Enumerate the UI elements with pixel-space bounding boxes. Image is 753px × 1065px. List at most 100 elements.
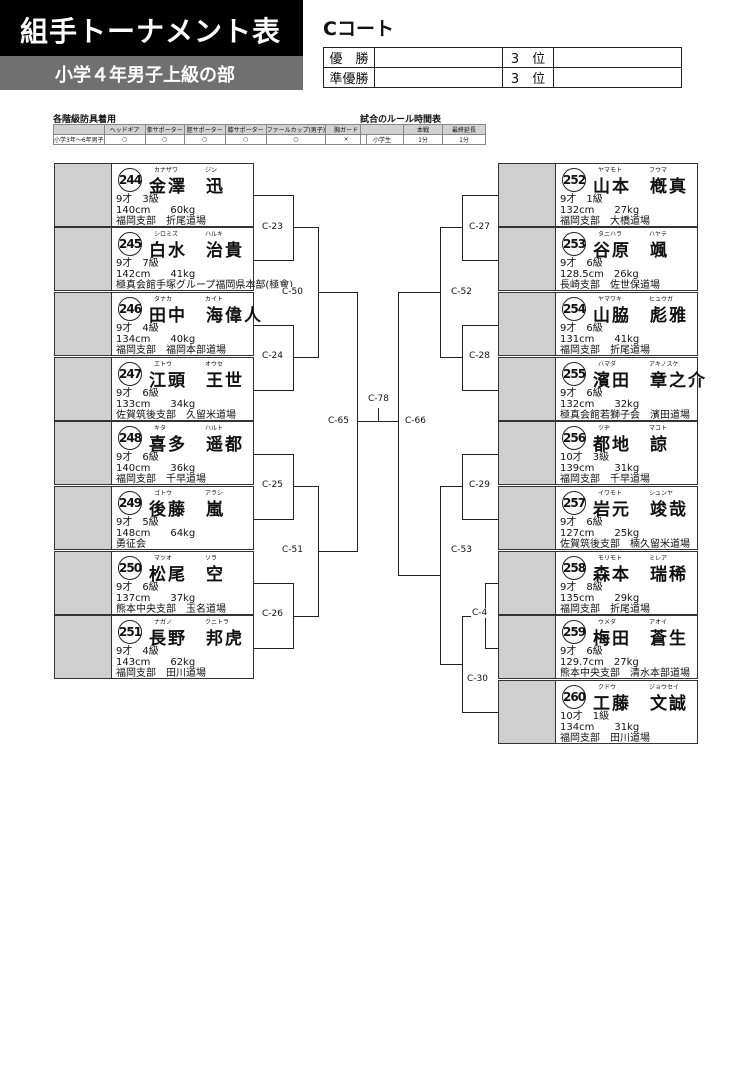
given-name-reading: ハヤテ (649, 231, 668, 238)
entry-number: 259 (562, 620, 586, 644)
bracket-line (254, 325, 294, 326)
surname-reading: ハマダ (598, 361, 617, 368)
results-table: 優 勝 3 位 準優勝 3 位 (323, 47, 682, 88)
bracket-line (398, 292, 441, 293)
equipment-cell: ○ (144, 134, 185, 145)
third-label-1: 3 位 (502, 47, 554, 68)
age-rank: 9才 6級 (560, 646, 603, 657)
age-rank: 9才 4級 (116, 323, 159, 334)
height-weight: 143cm 62kg (116, 657, 196, 668)
surname-reading: タニハラ (598, 231, 623, 238)
equipment-header-cell: ファールカップ(男子) (265, 124, 327, 135)
competitor-name: 工藤 文誠 (593, 694, 688, 714)
given-name-reading: シュンヤ (649, 490, 674, 497)
result-box (55, 358, 112, 420)
surname-reading: イワモト (598, 490, 623, 497)
rules-header-cell: 最終延長 (442, 124, 486, 135)
height-weight: 128.5cm 26kg (560, 269, 639, 280)
entry-number: 246 (118, 297, 142, 321)
result-box (499, 487, 556, 549)
club-name: 福岡支部 福岡本部道場 (116, 345, 226, 356)
club-name: 熊本中央支部 清水本部道場 (560, 668, 690, 679)
bracket-line (318, 551, 358, 552)
runner-up-label: 準優勝 (323, 67, 375, 88)
club-name: 極真会館若獅子会 濱田道場 (560, 410, 690, 421)
match-label: C-29 (468, 480, 491, 490)
age-rank: 9才 1級 (560, 194, 603, 205)
age-rank: 10才 3級 (560, 452, 610, 463)
subtitle-banner: 小学４年男子上級の部 (0, 56, 303, 90)
match-label: C-66 (404, 416, 427, 426)
bracket-line (485, 648, 499, 649)
club-name: 勇征会 (116, 539, 146, 550)
club-name: 長崎支部 佐世保道場 (560, 280, 660, 291)
height-weight: 148cm 64kg (116, 528, 196, 539)
rules-title: 試合のルール時間表 (360, 115, 442, 125)
competitor-name: 長野 邦虎 (149, 629, 244, 649)
bracket-line (462, 195, 463, 261)
given-name-reading: ソラ (205, 555, 218, 562)
bracket-line (378, 408, 379, 422)
result-box (499, 358, 556, 420)
match-label: C-78 (367, 394, 390, 404)
winner-label: 優 勝 (323, 47, 375, 68)
rules-header-cell (360, 124, 404, 135)
equipment-cell: ○ (265, 134, 327, 145)
surname-reading: ナガノ (154, 619, 173, 626)
club-name: 福岡支部 折尾道場 (560, 345, 650, 356)
age-rank: 9才 7級 (116, 258, 159, 269)
competitor-name: 森本 瑞稀 (593, 565, 688, 585)
bracket-line (462, 260, 499, 261)
club-name: 佐賀筑後支部 楠久留米道場 (560, 539, 690, 550)
match-label: C-23 (261, 222, 284, 232)
bracket-line (318, 292, 358, 293)
match-label: C-25 (261, 480, 284, 490)
equipment-header-cell: 拳サポーター (144, 124, 185, 135)
bracket-line (254, 519, 294, 520)
equipment-cell: ○ (224, 134, 267, 145)
club-name: 福岡支部 田川道場 (560, 733, 650, 744)
bracket-line (254, 583, 294, 584)
bracket-line (293, 486, 319, 487)
entry-number: 247 (118, 362, 142, 386)
entry-number: 250 (118, 556, 142, 580)
entry-number: 254 (562, 297, 586, 321)
club-name: 極真会館手塚グループ福岡県本部(極會) (116, 280, 294, 291)
competitor-name: 山本 槪真 (593, 177, 688, 197)
entry-number: 248 (118, 426, 142, 450)
equipment-cell: ○ (103, 134, 146, 145)
result-box (55, 487, 112, 549)
height-weight: 140cm 60kg (116, 205, 196, 216)
height-weight: 132cm 32kg (560, 399, 640, 410)
given-name-reading: マコト (649, 425, 668, 432)
match-label: C-65 (327, 416, 350, 426)
equipment-header-cell: 膝サポーター (224, 124, 267, 135)
height-weight: 127cm 25kg (560, 528, 640, 539)
competitor-name: 都地 諒 (593, 435, 669, 455)
result-box (499, 681, 556, 743)
match-label: C-26 (261, 609, 284, 619)
age-rank: 10才 1級 (560, 711, 610, 722)
competitor-name: 田中 海偉人 (149, 306, 263, 326)
club-name: 福岡支部 大橋道場 (560, 216, 650, 227)
bracket-line (398, 292, 399, 576)
age-rank: 9才 6級 (560, 258, 603, 269)
surname-reading: ヤマモト (598, 167, 623, 174)
age-rank: 9才 6級 (560, 517, 603, 528)
given-name-reading: アラシ (205, 490, 223, 497)
bracket-line (293, 195, 294, 261)
competitor-name: 山脇 彪雅 (593, 306, 688, 326)
age-rank: 9才 5級 (116, 517, 159, 528)
competitor-name: 松尾 空 (149, 565, 225, 585)
